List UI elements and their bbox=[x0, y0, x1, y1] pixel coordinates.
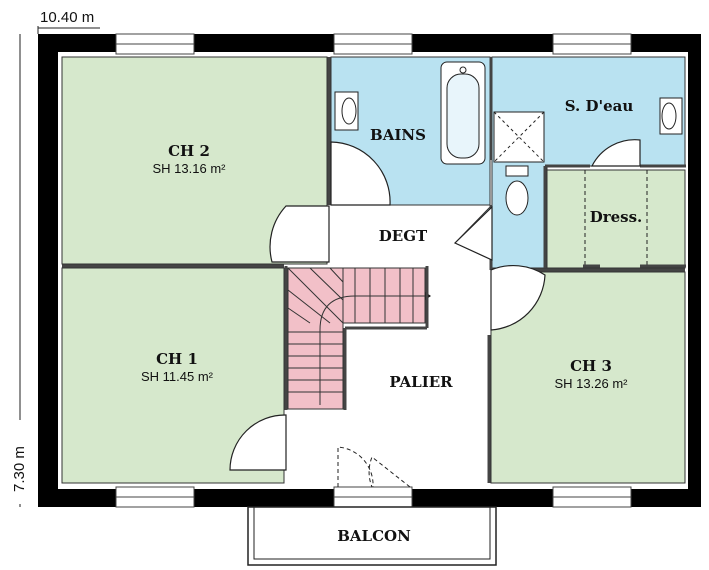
room-dress bbox=[546, 169, 686, 269]
room-label-balcon: BALCON bbox=[337, 527, 411, 545]
shower-tray-icon bbox=[493, 111, 545, 163]
room-area-ch2: SH 13.16 m² bbox=[153, 161, 227, 176]
height-dimension: 7.30 m bbox=[11, 446, 28, 492]
balcony-door-swings bbox=[337, 446, 411, 488]
door-swings bbox=[229, 139, 641, 471]
room-area-ch3: SH 13.26 m² bbox=[555, 376, 629, 391]
dimension-lines bbox=[19, 26, 100, 507]
staircase bbox=[287, 267, 431, 410]
room-label-dress: Dress. bbox=[590, 208, 643, 226]
width-dimension: 10.40 m bbox=[40, 9, 94, 26]
room-label-palier: PALIER bbox=[389, 373, 453, 391]
room-label-ch2: CH 2 bbox=[168, 142, 210, 160]
room-label-degt: DEGT bbox=[379, 227, 428, 245]
room-label-ch3: CH 3 bbox=[570, 357, 612, 375]
toilet-icon bbox=[505, 165, 529, 177]
dress-sliding-doors bbox=[584, 170, 648, 268]
fixtures bbox=[334, 61, 683, 216]
room-area-ch1: SH 11.45 m² bbox=[141, 369, 214, 384]
balcony bbox=[247, 506, 497, 566]
room-label-bains: BAINS bbox=[370, 126, 426, 144]
room-label-ch1: CH 1 bbox=[156, 350, 198, 368]
room-label-sdeau: S. D'eau bbox=[565, 97, 634, 115]
